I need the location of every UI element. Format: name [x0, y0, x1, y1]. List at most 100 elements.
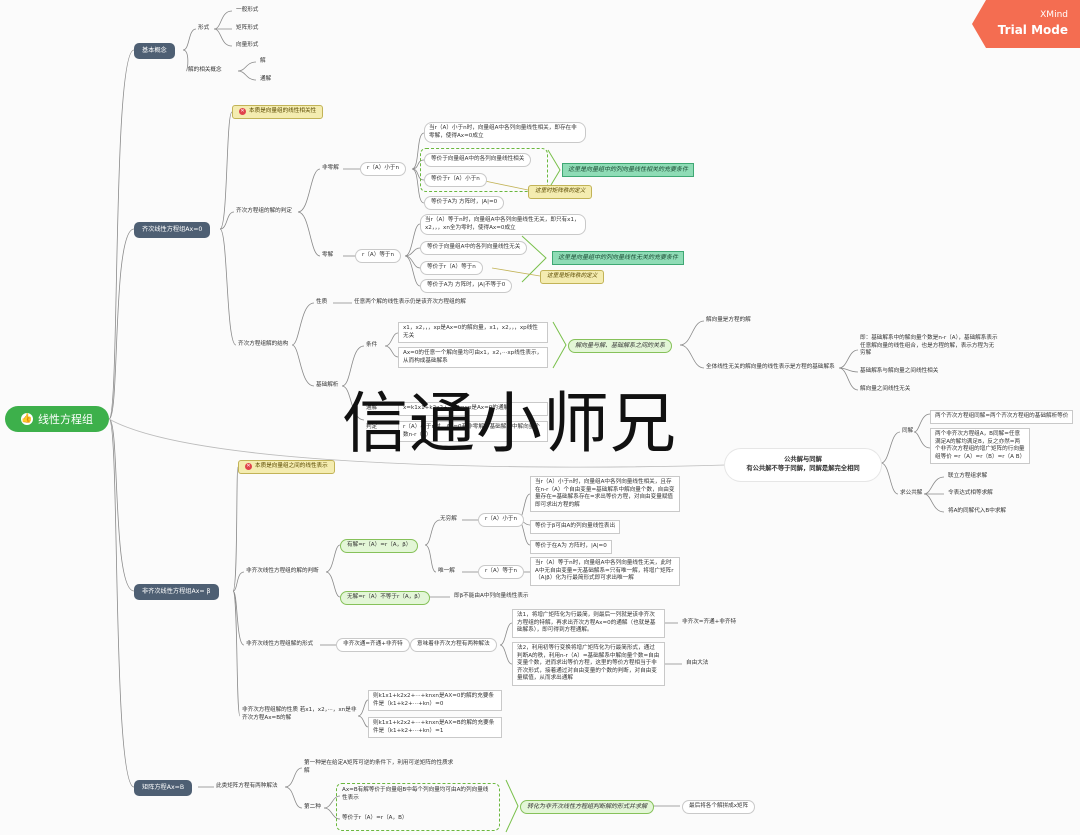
- note-convert[interactable]: 转化为非齐次线性方程组判断解的形式并求解: [520, 800, 655, 814]
- node-nonzero-4[interactable]: 等价于A为 方阵时，|A|=0: [424, 196, 505, 210]
- node-nonzero-2[interactable]: 等价于向量组A中的各列向量线性相关: [424, 153, 532, 167]
- node-form-matrix[interactable]: 矩阵形式: [236, 25, 259, 31]
- node-solution-concepts[interactable]: 解的相关概念: [188, 67, 222, 73]
- node-common-1[interactable]: 联立方程组求解: [948, 473, 988, 479]
- node-vector-is-solution[interactable]: 解向量是方程的解: [706, 317, 751, 323]
- node-common-solution[interactable]: 公共解与同解有公共解不等于同解，同解是解完全相同: [725, 449, 881, 481]
- branch-matrix-equation[interactable]: 矩阵方程Ax=B: [134, 780, 193, 796]
- node-nh-form[interactable]: 非齐次线性方程组解的形式: [246, 641, 314, 647]
- node-nh-property-2[interactable]: 则k1x1+k2x2+···+knxn是AX=B的解的充要条件是（k1+k2+·…: [368, 717, 502, 738]
- node-same-solution[interactable]: 同解: [902, 428, 914, 434]
- node-zero[interactable]: 零解: [322, 252, 334, 258]
- node-basis-general-text[interactable]: x=k1x1+k2x2+···+kpxp是Ax=0的通解: [398, 402, 548, 416]
- node-basis-system-a[interactable]: 即：基础解系中的解向量个数是n-r（A），基础解系表示任意解向量的线性组合，也是…: [860, 335, 998, 356]
- node-nonzero-1[interactable]: 当r（A）小于n时，向量组A中各列向量线性相关，即存在非零解，使得Ax=0成立: [424, 122, 586, 143]
- node-same-solution-1[interactable]: 两个齐次方程组同解=两个齐次方程组的基础解析等价: [930, 410, 1074, 424]
- node-infinite-2[interactable]: 等价于β可由A的列向量线性表出: [530, 520, 621, 534]
- node-nonzero-3[interactable]: 等价于r（A）小于n: [424, 173, 487, 187]
- node-nh-property-1[interactable]: 则k1x1+k2x2+···+knxn是AX=0的解的充要条件是（k1+k2+·…: [368, 690, 502, 711]
- node-zero-1[interactable]: 当r（A）等于n时，向量组A中各列向量线性无关，即只有x1，x2，，，xn全为零…: [420, 214, 586, 235]
- root-node[interactable]: 👍 线性方程组: [5, 406, 109, 432]
- node-basis-judge-text[interactable]: r（A）小于n时，Ax=0有非零解，基础解系中解向量个数n-r（A）: [398, 421, 548, 442]
- tag-nonhomogeneous-essence[interactable]: ✕本质是向量组之间的线性表示: [238, 460, 335, 474]
- node-infinite-1[interactable]: 当r（A）小于n时，向量组A中各列向量线性相关，且存在n-r（A）个自由变量=基…: [530, 476, 680, 512]
- node-zero-4[interactable]: 等价于A为 方阵时，|A|不等于0: [420, 279, 513, 293]
- node-way-2a[interactable]: Ax=B有解等价于向量组B中每个列向量均可由A的列向量线性表示: [342, 787, 489, 801]
- trial-brand: XMind: [1040, 10, 1068, 20]
- tag-homogeneous-essence[interactable]: ✕本质是向量组的线性相关性: [232, 105, 324, 119]
- node-general-solution[interactable]: 通解: [260, 76, 272, 82]
- note-solution-relation[interactable]: 解向量与解、基础解系之间的关系: [568, 339, 673, 353]
- node-method-2[interactable]: 法2，利用初等行变换将增广矩阵化为行最简形式，通过判断A的秩，利用n-r（A）=…: [512, 642, 665, 686]
- node-property-text[interactable]: 任意两个解的线性表示仍是该齐次方程组的解: [354, 299, 466, 305]
- node-condition[interactable]: 条件: [366, 342, 378, 348]
- note-rank-definition-2[interactable]: 这里是矩阵秩的定义: [540, 270, 605, 284]
- common-solution-title: 公共解与同解: [784, 456, 822, 463]
- trial-mode: Trial Mode: [997, 23, 1068, 37]
- root-label: 线性方程组: [38, 413, 93, 426]
- node-way-2[interactable]: 第二种: [304, 804, 321, 810]
- branch-basic-concepts[interactable]: 基本概念: [134, 43, 175, 59]
- node-method-1[interactable]: 法1，将增广矩阵化为行最简，则最后一列就是该非齐次方程组的特解，再求出齐次方程A…: [512, 609, 665, 638]
- node-way-2b[interactable]: 等价于r（A）=r（A，B）: [342, 815, 408, 821]
- node-nh-judge[interactable]: 非齐次线性方程组的解的判断: [246, 568, 319, 574]
- node-condition-2[interactable]: Ax=0的任意一个解向量均可由x1，x2，···xp线性表示，从而构成基础解系: [398, 347, 548, 368]
- node-form-vector[interactable]: 向量形式: [236, 42, 259, 48]
- node-same-solution-2[interactable]: 两个非齐次方程组A，B同解=任意满足A的解均满足B，反之亦然=两个非齐次方程组的…: [930, 428, 1030, 464]
- node-nh-property[interactable]: 非齐次方程组解的性质 若x1，x2，···，xn是非齐次方程Ax=B的解: [242, 707, 357, 721]
- tag-text: 本质是向量组之间的线性表示: [255, 463, 328, 469]
- close-icon: ✕: [239, 108, 246, 115]
- common-solution-subtitle: 有公共解不等于同解，同解是解完全相同: [746, 465, 860, 472]
- node-rank-lt-n[interactable]: r（A）小于n: [360, 162, 407, 176]
- node-no-solution-text[interactable]: 即β不能由A中列向量线性表示: [454, 593, 529, 599]
- branch-homogeneous[interactable]: 齐次线性方程组Ax=0: [134, 222, 211, 238]
- node-no-solution[interactable]: 无解=r（A）不等于r（A，β）: [340, 591, 431, 605]
- node-method-2-result[interactable]: 自由大法: [686, 660, 709, 666]
- node-basis[interactable]: 基础解析: [316, 382, 339, 388]
- node-zero-2[interactable]: 等价于向量组A中的各列向量线性无关: [420, 241, 528, 255]
- node-structure[interactable]: 齐次方程组解的结构: [238, 341, 289, 347]
- close-icon: ✕: [245, 463, 252, 470]
- watermark-text: 信通小师兄: [342, 385, 677, 462]
- node-infinite-3[interactable]: 等价于在A为 方阵时，|A|=0: [530, 540, 612, 554]
- node-nonzero[interactable]: 非零解: [322, 165, 339, 171]
- node-common-2[interactable]: 令表达式相等求解: [948, 490, 993, 496]
- node-form-general[interactable]: 一般形式: [236, 7, 259, 13]
- node-form[interactable]: 形式: [198, 25, 210, 31]
- node-basis-system[interactable]: 全体线性无关的解向量的线性表示是方程的基础解系: [706, 364, 835, 370]
- node-nh-rank-eq[interactable]: r（A）等于n: [478, 565, 525, 579]
- node-basis-system-b[interactable]: 基础解系与解向量之间线性相关: [860, 368, 939, 374]
- node-way-1[interactable]: 第一种是在给定A矩阵可逆的条件下，利用可逆矩阵的性质求解: [304, 760, 454, 774]
- node-assemble[interactable]: 最后将各个解拼成x矩阵: [682, 800, 756, 814]
- tag-text: 本质是向量组的线性相关性: [249, 108, 317, 114]
- thumbs-up-icon: 👍: [21, 413, 33, 425]
- dashed-group: [420, 148, 548, 192]
- branch-nonhomogeneous[interactable]: 非齐次线性方程组Ax= β: [134, 584, 219, 600]
- node-common-3[interactable]: 将A的同解代入B中求解: [948, 508, 1007, 514]
- note-independent-condition[interactable]: 这里是向量组中的列向量线性无关的充要条件: [552, 251, 685, 265]
- node-find-common[interactable]: 求公共解: [900, 490, 923, 496]
- node-basis-general[interactable]: 通解: [366, 405, 378, 411]
- node-judge[interactable]: 齐次方程组的解的判定: [236, 208, 292, 214]
- node-condition-1[interactable]: x1，x2，，，xp是Ax=0的解向量，x1，x2，，，xp线性无关: [398, 322, 548, 343]
- node-basis-judge[interactable]: 判定: [366, 424, 378, 430]
- node-solution[interactable]: 解: [260, 58, 266, 64]
- note-rank-definition-1[interactable]: 这里时矩阵秩的定义: [528, 185, 593, 199]
- node-nh-equation[interactable]: 非齐次通=齐通+非齐特: [336, 638, 410, 652]
- node-zero-3[interactable]: 等价于r（A）等于n: [420, 261, 483, 275]
- node-method-1-result[interactable]: 非齐次=齐通+非齐特: [682, 619, 737, 625]
- node-nh-rank-lt[interactable]: r（A）小于n: [478, 513, 525, 527]
- dashed-group: [336, 783, 500, 831]
- node-basis-system-c[interactable]: 解向量之间线性无关: [860, 386, 911, 392]
- node-two-methods[interactable]: 意味着非齐次方程有两种解法: [410, 638, 497, 652]
- node-rank-eq-n[interactable]: r（A）等于n: [355, 249, 402, 263]
- node-infinite[interactable]: 无穷解: [440, 516, 457, 522]
- note-dependent-condition[interactable]: 这里是向量组中的列向量线性相关的充要条件: [562, 163, 695, 177]
- node-property[interactable]: 性质: [316, 299, 328, 305]
- node-unique[interactable]: 唯一解: [438, 568, 455, 574]
- node-two-ways[interactable]: 此类矩阵方程有两种解法: [216, 783, 278, 789]
- node-unique-1[interactable]: 当r（A）等于n时，向量组A中各列向量线性无关，此时A中无自由变量=无基础解系=…: [530, 557, 680, 586]
- node-has-solution[interactable]: 有解=r（A）=r（A，β）: [340, 539, 419, 553]
